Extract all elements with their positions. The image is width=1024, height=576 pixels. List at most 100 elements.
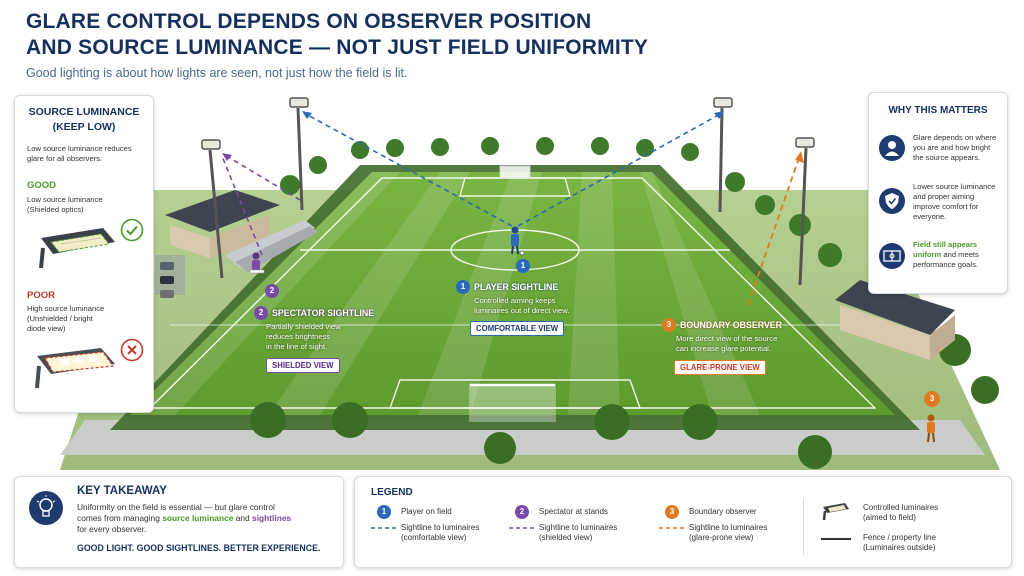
boundary-annotation-number: 3	[662, 318, 676, 332]
legend-spectator-label: Spectator at stands	[539, 507, 608, 516]
legend-sightline-orange	[659, 527, 685, 529]
player-annotation-desc-line2: luminaires out of direct view.	[474, 306, 570, 315]
why-item3: Field still appears uniform and meets pe…	[913, 240, 979, 270]
key-sightlines: sightlines	[252, 513, 292, 523]
boundary-marker: 3	[924, 391, 940, 407]
arrow-player-right	[714, 111, 724, 119]
glare-prone-view-tag: GLARE-PRONE VIEW	[674, 360, 766, 375]
poor-desc-line3: diode view)	[27, 324, 66, 333]
why-item2-line3: improve comfort for	[913, 202, 979, 211]
source-intro-line1: Low source luminance reduces	[27, 144, 132, 153]
spectator-annotation-number: 2	[254, 306, 268, 320]
page-title-line2: AND SOURCE LUMINANCE — NOT JUST FIELD UN…	[26, 36, 649, 59]
why-item1-line1: Glare depends on where	[913, 133, 997, 142]
light-poles	[208, 107, 808, 286]
luminaire-icon	[822, 503, 849, 521]
why-item1-line3: the source appears.	[913, 153, 981, 162]
player-figure	[511, 226, 525, 256]
player-annotation-title: PLAYER SIGHTLINE	[474, 282, 559, 292]
legend-sightline-purple	[509, 527, 535, 529]
left-clubhouse	[165, 190, 280, 258]
field-icon	[879, 243, 905, 269]
unshielded-luminaire-icon	[35, 348, 115, 389]
spectator-marker: 2	[265, 284, 279, 298]
key-takeaway-line3: for every observer.	[77, 524, 147, 534]
source-intro-line2: glare for all observers.	[27, 154, 103, 163]
key-line2-and: and	[233, 513, 253, 523]
legend-luminaire-line1: Controlled luminaires	[863, 503, 939, 512]
boundary-annotation-title: BOUNDARY OBSERVER	[680, 320, 782, 330]
source-panel-title-line2: (KEEP LOW)	[52, 121, 116, 133]
spectator-figure	[249, 252, 265, 274]
why-item1-line2: you are and how bright	[913, 143, 991, 152]
legend-sightline2-line1: Sightline to luminaires	[539, 523, 618, 532]
boundary-annotation-desc-line2: can increase glare potential.	[676, 344, 771, 353]
key-takeaway-title: KEY TAKEAWAY	[77, 485, 167, 497]
legend-divider	[803, 499, 804, 555]
poor-label: POOR	[27, 290, 55, 301]
key-takeaway-panel: KEY TAKEAWAY Uniformity on the field is …	[14, 476, 344, 568]
shield-icon	[879, 188, 905, 214]
legend-luminaire-line2: (aimed to field)	[863, 513, 916, 522]
sightline-boundary	[747, 154, 801, 306]
why-item2: Lower source luminance and proper aiming…	[913, 182, 995, 222]
legend-player-number: 1	[377, 505, 391, 519]
legend-fence-line1: Fence / property line	[863, 533, 936, 542]
right-clubhouse	[835, 280, 955, 360]
why-this-matters-panel: WHY THIS MATTERS Glare depends on where …	[868, 92, 1008, 294]
legend-fence-line2: (Luminaires outside)	[863, 543, 936, 552]
key-takeaway-line2: comes from managing source luminance and…	[77, 513, 291, 524]
legend-sightline2-line2: (shielded view)	[539, 533, 593, 542]
why-item2-line1: Lower source luminance	[913, 182, 996, 191]
shielded-view-tag: SHIELDED VIEW	[266, 358, 340, 373]
key-source-luminance: source luminance	[162, 513, 234, 523]
key-takeaway-line1: Uniformity on the field is essential — b…	[77, 502, 275, 512]
source-panel-title-line1: SOURCE LUMINANCE	[28, 106, 140, 118]
player-annotation-desc-line1: Controlled aiming keeps	[474, 296, 556, 305]
far-goal	[499, 165, 531, 179]
why-panel-title: WHY THIS MATTERS	[888, 105, 988, 116]
player-annotation-number: 1	[456, 280, 470, 294]
good-label: GOOD	[27, 180, 57, 191]
sightline-player	[303, 112, 723, 227]
lightbulb-icon	[29, 491, 63, 525]
page-title-line1: GLARE CONTROL DEPENDS ON OBSERVER POSITI…	[26, 10, 592, 33]
luminaire-heads	[201, 97, 815, 150]
spectator-annotation-title: SPECTATOR SIGHTLINE	[272, 308, 375, 318]
key-takeaway-slogan: GOOD LIGHT. GOOD SIGHTLINES. BETTER EXPE…	[77, 543, 321, 553]
trees-near	[250, 334, 999, 469]
why-item2-line2: and proper aiming	[913, 192, 975, 201]
spectator-annotation-desc-line1: Partially shielded view	[266, 322, 341, 331]
legend-boundary-label: Boundary observer	[689, 507, 757, 516]
poor-desc-line1: High source luminance	[27, 304, 105, 313]
legend-spectator-number: 2	[515, 505, 529, 519]
good-desc-line1: Low source luminance	[27, 195, 103, 204]
why-item3-line3: performance goals.	[913, 260, 979, 269]
fence-line-icon	[821, 538, 851, 540]
spectator-annotation-desc-line2: reduces brightness	[266, 332, 331, 341]
why-item3-meets: and meets	[941, 250, 979, 259]
shielded-luminaire-icon	[39, 228, 115, 269]
parking-lot	[155, 255, 185, 298]
legend-sightline1-line2: (comfortable view)	[401, 533, 467, 542]
poor-desc-line2: (Unshielded / bright	[27, 314, 93, 323]
cross-icon	[120, 338, 144, 362]
legend-player-label: Player on field	[401, 507, 452, 516]
near-goal	[469, 383, 556, 422]
person-icon	[879, 135, 905, 161]
arrow-boundary	[795, 151, 804, 163]
why-item3-line2: uniform and meets	[913, 250, 979, 260]
spectator-annotation-desc-line3: in the line of sight.	[266, 342, 328, 351]
why-item3-line1: Field still appears	[913, 240, 978, 249]
legend-sightline3-line1: Sightline to luminaires	[689, 523, 768, 532]
field-turf	[130, 172, 895, 415]
player-marker: 1	[516, 259, 530, 273]
boundary-annotation-desc-line1: More direct view of the source	[676, 334, 778, 343]
legend-sightline3-line2: (glare-prone view)	[689, 533, 754, 542]
arrow-player-left	[302, 111, 312, 119]
comfortable-view-tag: COMFORTABLE VIEW	[470, 321, 565, 336]
good-desc-line2: (Shielded optics)	[27, 205, 84, 214]
why-item3-uniform: uniform	[913, 250, 942, 259]
legend-sightline1-line1: Sightline to luminaires	[401, 523, 480, 532]
why-item2-line4: everyone.	[913, 212, 947, 221]
